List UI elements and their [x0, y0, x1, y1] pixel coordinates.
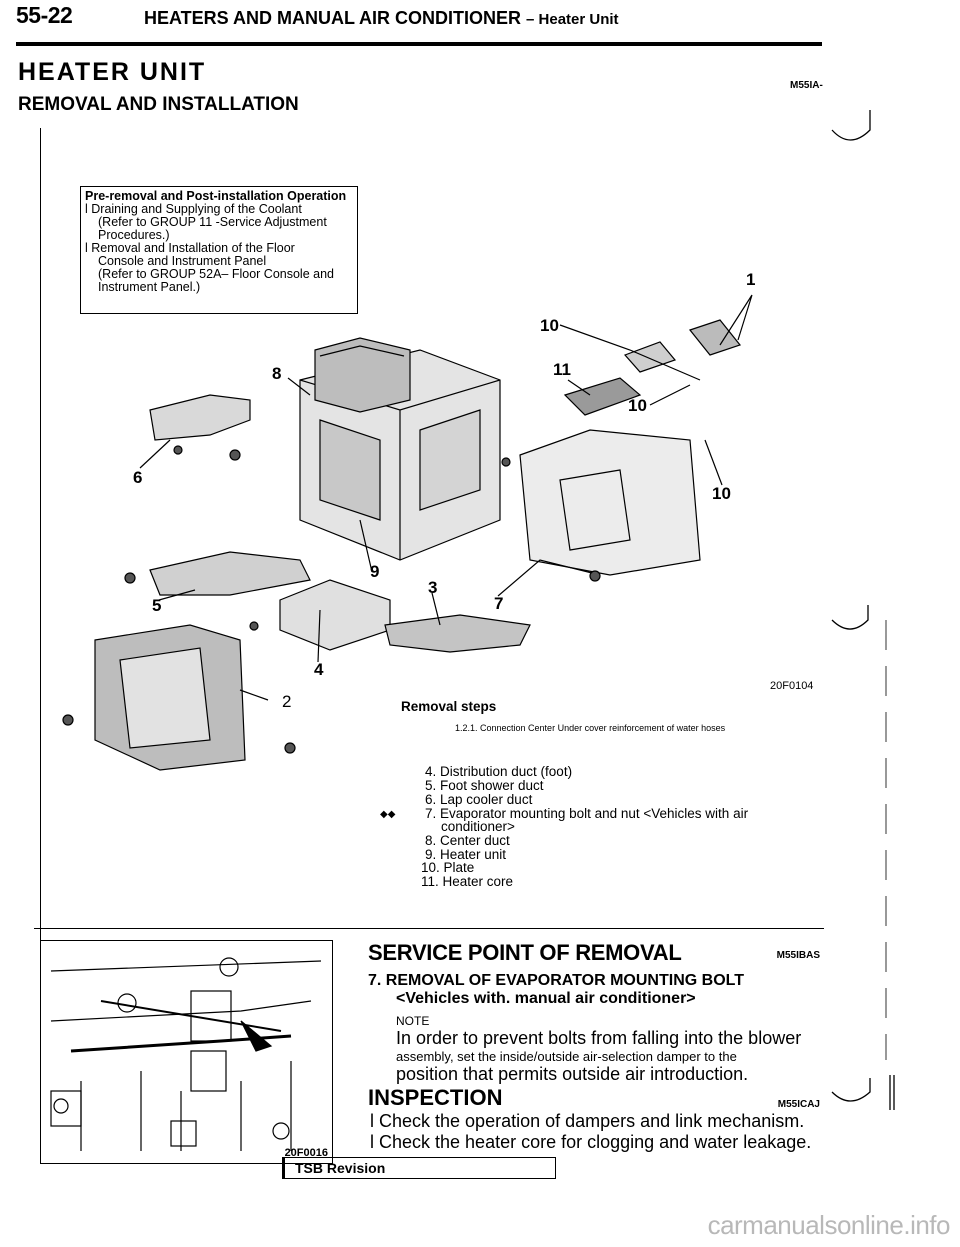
service-title-row: SERVICE POINT OF REMOVAL M55IBAS	[368, 940, 828, 966]
note-text: position that permits outside air introd…	[396, 1064, 749, 1084]
binder-mark	[831, 110, 871, 141]
margin-marks	[831, 110, 895, 1110]
removal-step: 8. Center duct	[425, 832, 510, 848]
callout-6: 6	[133, 468, 143, 487]
pre-removal-line: Instrument Panel.)	[98, 280, 201, 294]
removal-step: 10. Plate	[421, 860, 475, 876]
pre-removal-title: Pre-removal and Post-installation Operat…	[85, 189, 347, 203]
removal-step: 11. Heater core	[421, 874, 514, 890]
inspection-code: M55ICAJ	[777, 1099, 820, 1110]
note-text: assembly, set the inside/outside air-sel…	[396, 1049, 737, 1064]
removal-step-row: ◆◆ 7. Evaporator mounting bolt and nut <…	[380, 805, 749, 821]
section-code: M55IA-	[790, 80, 823, 91]
removal-step: 9. Heater unit	[425, 846, 507, 862]
removal-steps: Removal steps 1.2.1. Connection Center U…	[380, 700, 749, 889]
photo-figure-code: 20F0016	[284, 1147, 328, 1159]
service-title: SERVICE POINT OF REMOVAL	[368, 940, 682, 965]
pre-removal-line: l Removal and Installation of the Floor	[85, 241, 295, 255]
pre-removal-line: (Refer to GROUP 11 -Service Adjustment	[98, 215, 327, 229]
section-title: HEATER UNIT	[18, 58, 207, 86]
callout-11: 11	[553, 360, 571, 379]
evaporator-bolt-figure: 20F0016	[40, 940, 333, 1164]
callout-10: 10	[628, 396, 647, 415]
pre-removal-line: (Refer to GROUP 52A– Floor Console and	[98, 267, 334, 281]
removal-steps-title: Removal steps	[401, 699, 497, 714]
tsb-revision-box: TSB Revision	[282, 1157, 556, 1179]
watermark: carmanualsonline.info	[707, 1210, 951, 1240]
inspection-title-row: INSPECTION M55ICAJ	[368, 1085, 828, 1111]
callout-10: 10	[540, 316, 559, 335]
removal-step: 5. Foot shower duct	[425, 778, 544, 794]
pre-removal-line: Procedures.)	[98, 228, 170, 242]
margin-dash	[889, 1075, 895, 1110]
callout-1: 1	[746, 270, 756, 289]
callout-9: 9	[370, 562, 380, 581]
inspection-item: l Check the heater core for clogging and…	[370, 1132, 812, 1152]
removal-step: 1.2.1. Connection Center Under cover rei…	[455, 722, 726, 733]
inspection-item: l Check the operation of dampers and lin…	[370, 1111, 805, 1131]
note-label: NOTE	[396, 1014, 430, 1028]
figure-code: 20F0104	[770, 680, 814, 692]
service-step-title: 7. REMOVAL OF EVAPORATOR MOUNTING BOLT	[368, 972, 745, 989]
inspection-title: INSPECTION	[368, 1085, 503, 1110]
evaporator-bolt-illustration	[50, 957, 322, 1151]
pre-removal-line: l Draining and Supplying of the Coolant	[85, 202, 302, 216]
header-rule	[16, 42, 822, 46]
header-subtitle: – Heater Unit	[526, 11, 619, 28]
service-vehicles: <Vehicles with. manual air conditioner>	[396, 990, 696, 1007]
service-marker: ◆◆	[380, 808, 396, 820]
binder-mark	[831, 1078, 871, 1102]
callout-3: 3	[428, 578, 438, 597]
section-subtitle: REMOVAL AND INSTALLATION	[18, 94, 299, 115]
removal-step: conditioner>	[441, 819, 515, 835]
pre-removal-line: Console and Instrument Panel	[98, 254, 267, 268]
callout-7: 7	[494, 594, 504, 613]
page-number: 55-22	[16, 2, 73, 28]
callout-8: 8	[272, 364, 282, 383]
callout-5: 5	[152, 596, 162, 615]
section-separator	[34, 928, 824, 929]
removal-step: 6. Lap cooler duct	[425, 791, 533, 807]
service-code: M55IBAS	[776, 950, 820, 961]
service-point-section: SERVICE POINT OF REMOVAL M55IBAS 7. REMO…	[368, 940, 828, 1153]
header-title: HEATERS AND MANUAL AIR CONDITIONER – Hea…	[144, 8, 619, 29]
binder-mark	[831, 605, 869, 630]
left-margin-rule	[40, 128, 41, 940]
pre-removal-box: Pre-removal and Post-installation Operat…	[80, 186, 358, 314]
removal-step: 7. Evaporator mounting bolt and nut <Veh…	[425, 805, 749, 821]
header-title-text: HEATERS AND MANUAL AIR CONDITIONER	[144, 8, 521, 28]
removal-step: 4. Distribution duct (foot)	[425, 764, 573, 780]
callout-2: 2	[282, 692, 292, 711]
note-text: In order to prevent bolts from falling i…	[396, 1028, 802, 1048]
callout-10: 10	[712, 484, 731, 503]
callout-4: 4	[314, 660, 324, 679]
